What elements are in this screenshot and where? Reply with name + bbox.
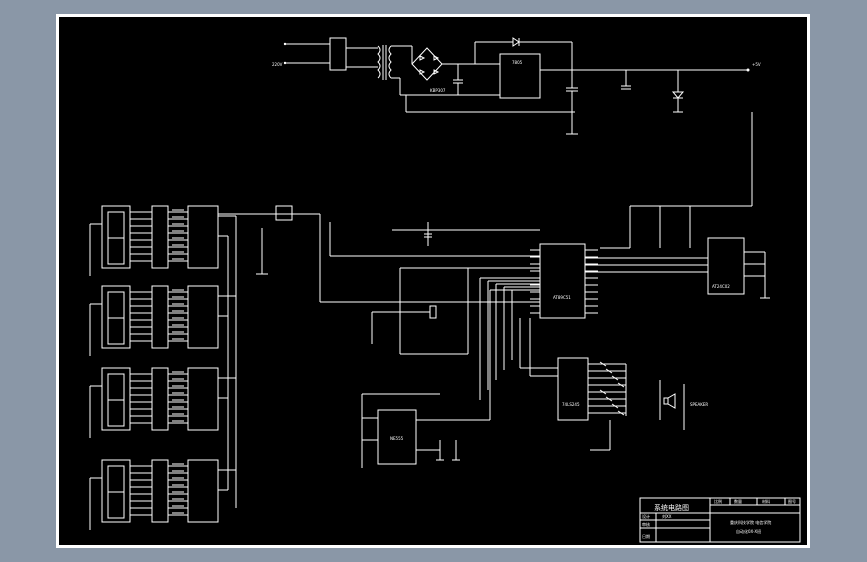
- display-column-3: [89, 367, 236, 438]
- header-qty: 数量: [734, 498, 742, 504]
- key-switch: [617, 410, 625, 416]
- clock-chip: AT24C02: [585, 206, 770, 299]
- key-switch: [611, 403, 619, 409]
- seven-seg-digit: [107, 237, 125, 265]
- class-name: 自动化0X-X班: [736, 528, 761, 534]
- key-switch: [599, 361, 607, 367]
- resistor-array: [151, 367, 169, 431]
- display-column-2: [89, 285, 236, 356]
- row-design: 设计: [642, 513, 650, 519]
- row-date: 日期: [642, 533, 650, 539]
- resistor-array: [151, 285, 169, 349]
- mcu-block: AT89C51: [371, 222, 598, 400]
- display-column-1: [89, 205, 236, 276]
- driver-chip-label: 74LS245: [562, 402, 580, 407]
- seven-seg-digit: [107, 465, 125, 493]
- counter-chip: [187, 367, 219, 431]
- and-gate: [275, 205, 293, 221]
- seven-seg-display: [101, 205, 131, 269]
- drawing-frame: [56, 14, 810, 548]
- designer-name: 刘XX: [662, 513, 672, 519]
- timer-block: NE555: [361, 289, 540, 468]
- display-column-4: [89, 459, 236, 530]
- resistor-array: [151, 459, 169, 523]
- key-switch: [617, 382, 625, 388]
- drawing-title: 系统电路图: [654, 503, 689, 512]
- power-supply: 220V KBP307 7805: [272, 37, 761, 249]
- vcc-label: +5V: [752, 62, 761, 67]
- mcu-label: AT89C51: [553, 295, 571, 300]
- key-driver: 74LS245 SPEAKER: [519, 318, 708, 451]
- timer-label: NE555: [390, 436, 404, 441]
- key-switch: [611, 375, 619, 381]
- seven-seg-display: [101, 459, 131, 523]
- title-block: 系统电路图 比例 数量 材料 图号 设计 审核 日期 刘XX 重庆科技学院 电信…: [639, 497, 801, 543]
- ac-input-label: 220V: [272, 62, 283, 67]
- counter-chip: [187, 285, 219, 349]
- resistor-array: [151, 205, 169, 269]
- bridge-label: KBP307: [430, 88, 446, 93]
- seven-seg-digit: [107, 211, 125, 239]
- key-switch: [605, 396, 613, 402]
- speaker-label: SPEAKER: [690, 402, 708, 407]
- seven-seg-display: [101, 367, 131, 431]
- regulator-label: 7805: [512, 60, 523, 65]
- key-switch: [599, 389, 607, 395]
- seven-seg-digit: [107, 491, 125, 519]
- header-material: 材料: [762, 498, 770, 504]
- header-drawing-no: 图号: [788, 498, 796, 504]
- seven-seg-digit: [107, 373, 125, 401]
- counter-chip: [187, 205, 219, 269]
- seven-seg-display: [101, 285, 131, 349]
- school-name: 重庆科技学院 电信学院: [730, 519, 771, 525]
- seven-seg-digit: [107, 399, 125, 427]
- counter-chip: [187, 459, 219, 523]
- display-section: [89, 205, 540, 530]
- clock-chip-label: AT24C02: [712, 284, 730, 289]
- key-switch: [605, 368, 613, 374]
- seven-seg-digit: [107, 291, 125, 319]
- row-review: 审核: [642, 521, 650, 527]
- header-scale: 比例: [714, 498, 722, 504]
- seven-seg-digit: [107, 317, 125, 345]
